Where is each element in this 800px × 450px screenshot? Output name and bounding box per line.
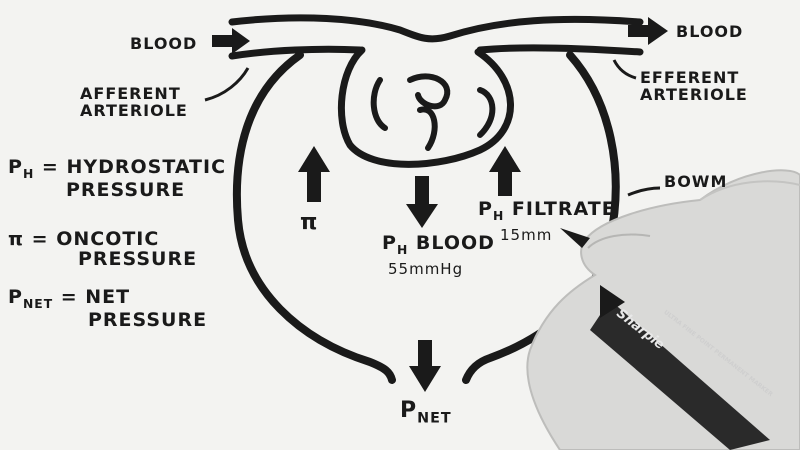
bowman-capsule-wall-left [232, 51, 396, 384]
blood-out-arrow [628, 17, 668, 45]
efferent-bottom-wall [476, 44, 644, 56]
ph-filtrate-p: P [478, 198, 493, 220]
afferent-pointer-arrow [204, 67, 250, 102]
legend-hydro-rhs1: = HYDROSTATIC [41, 156, 227, 178]
legend-oncotic-rhs2: PRESSURE [78, 247, 198, 270]
blood-in-label: BLOOD [130, 34, 198, 53]
legend-hydrostatic-line1: PH = HYDROSTATIC [8, 156, 227, 181]
legend-hydro-h: H [22, 166, 35, 181]
blood-in-arrow [212, 28, 250, 54]
legend-hydrostatic: PH = HYDROSTATIC PRESSURE [8, 156, 227, 201]
pnet-sub: NET [417, 410, 452, 427]
legend-oncotic-rhs1: = ONCOTIC [31, 228, 160, 250]
hand-with-marker [526, 169, 800, 450]
capillary-loop [407, 73, 451, 110]
ph-blood-value: 55mmHg [388, 260, 464, 278]
pnet-down-arrow [409, 340, 441, 392]
afferent-label-line2: ARTERIOLE [80, 100, 188, 120]
legend-net-line1: PNET = NET [8, 286, 207, 311]
legend-oncotic-symbol: π [8, 228, 25, 250]
afferent-top-wall [228, 14, 644, 43]
afferent-label-line1: AFFERENT [80, 84, 181, 103]
bowman-pointer-arrow [627, 186, 661, 197]
ph-filtrate-h: H [492, 208, 505, 223]
capillary-loop [417, 106, 438, 151]
efferent-pointer-arrow [612, 59, 637, 80]
oncotic-pi-label: π [300, 210, 319, 235]
glomerulus-tuft [337, 46, 514, 168]
bowman-capsule-label: BOWM [664, 172, 728, 191]
capillary-loop [477, 87, 496, 138]
efferent-arteriole-label: EFFERENT ARTERIOLE [640, 68, 748, 104]
capillary-loop [370, 77, 388, 131]
efferent-label-line1: EFFERENT [640, 68, 740, 87]
ph-filtrate-up-arrow [489, 146, 521, 196]
legend-net-p: P [8, 286, 23, 308]
efferent-label-line2: ARTERIOLE [640, 84, 748, 104]
ph-blood-text: BLOOD [415, 232, 495, 254]
legend-net-sub: NET [22, 296, 54, 311]
pnet-label: PNET [400, 398, 452, 426]
ph-blood-down-arrow [406, 176, 438, 228]
legend-hydro-rhs2: PRESSURE [66, 178, 186, 201]
afferent-bottom-wall [228, 45, 364, 60]
blood-out-label: BLOOD [676, 22, 744, 41]
legend-net-rhs1: = NET [60, 286, 131, 308]
legend-oncotic-line1: π = ONCOTIC [8, 228, 197, 250]
legend-net-rhs2: PRESSURE [88, 308, 208, 331]
ph-filtrate-text: FILTRATE [511, 198, 616, 220]
oncotic-up-arrow [298, 146, 330, 202]
ph-filtrate-label: PH FILTRATE [478, 198, 616, 223]
legend-net: PNET = NET PRESSURE [8, 286, 208, 331]
ph-filtrate-value: 15mm [500, 226, 553, 244]
pnet-p: P [400, 398, 418, 423]
ph-blood-h: H [396, 242, 409, 257]
legend-hydro-p: P [8, 156, 23, 178]
afferent-arteriole-label: AFFERENT ARTERIOLE [80, 84, 188, 120]
legend-oncotic: π = ONCOTIC PRESSURE [8, 228, 198, 270]
ph-blood-label: PH BLOOD [382, 232, 495, 257]
ph-blood-p: P [382, 232, 397, 254]
